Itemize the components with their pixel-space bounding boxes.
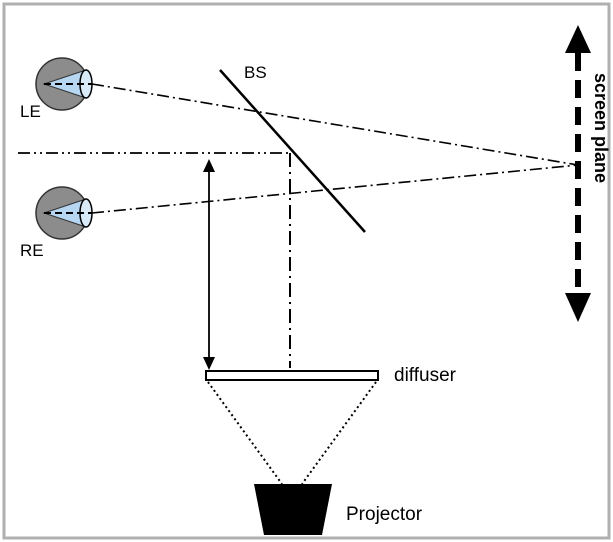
beam-splitter	[219, 69, 366, 233]
distance-arrow	[203, 159, 215, 370]
projection-ray-right	[301, 381, 377, 485]
diffuser-label: diffuser	[394, 365, 457, 386]
projection-ray-left	[207, 381, 283, 485]
screen-plane-arrow	[565, 25, 591, 322]
right-eye-sight-line	[91, 164, 579, 214]
screen-plane-label: screen plane	[591, 73, 611, 183]
projector-label: Projector	[346, 504, 423, 525]
diffuser-plate	[205, 370, 379, 381]
right-eye-icon	[35, 186, 93, 240]
left-eye-icon	[35, 57, 93, 111]
left-eye-label: LE	[20, 102, 41, 121]
left-eye-sight-line	[91, 83, 579, 166]
beam-splitter-label: BS	[244, 63, 267, 82]
projector-icon	[254, 484, 332, 535]
right-eye-label: RE	[20, 241, 44, 260]
